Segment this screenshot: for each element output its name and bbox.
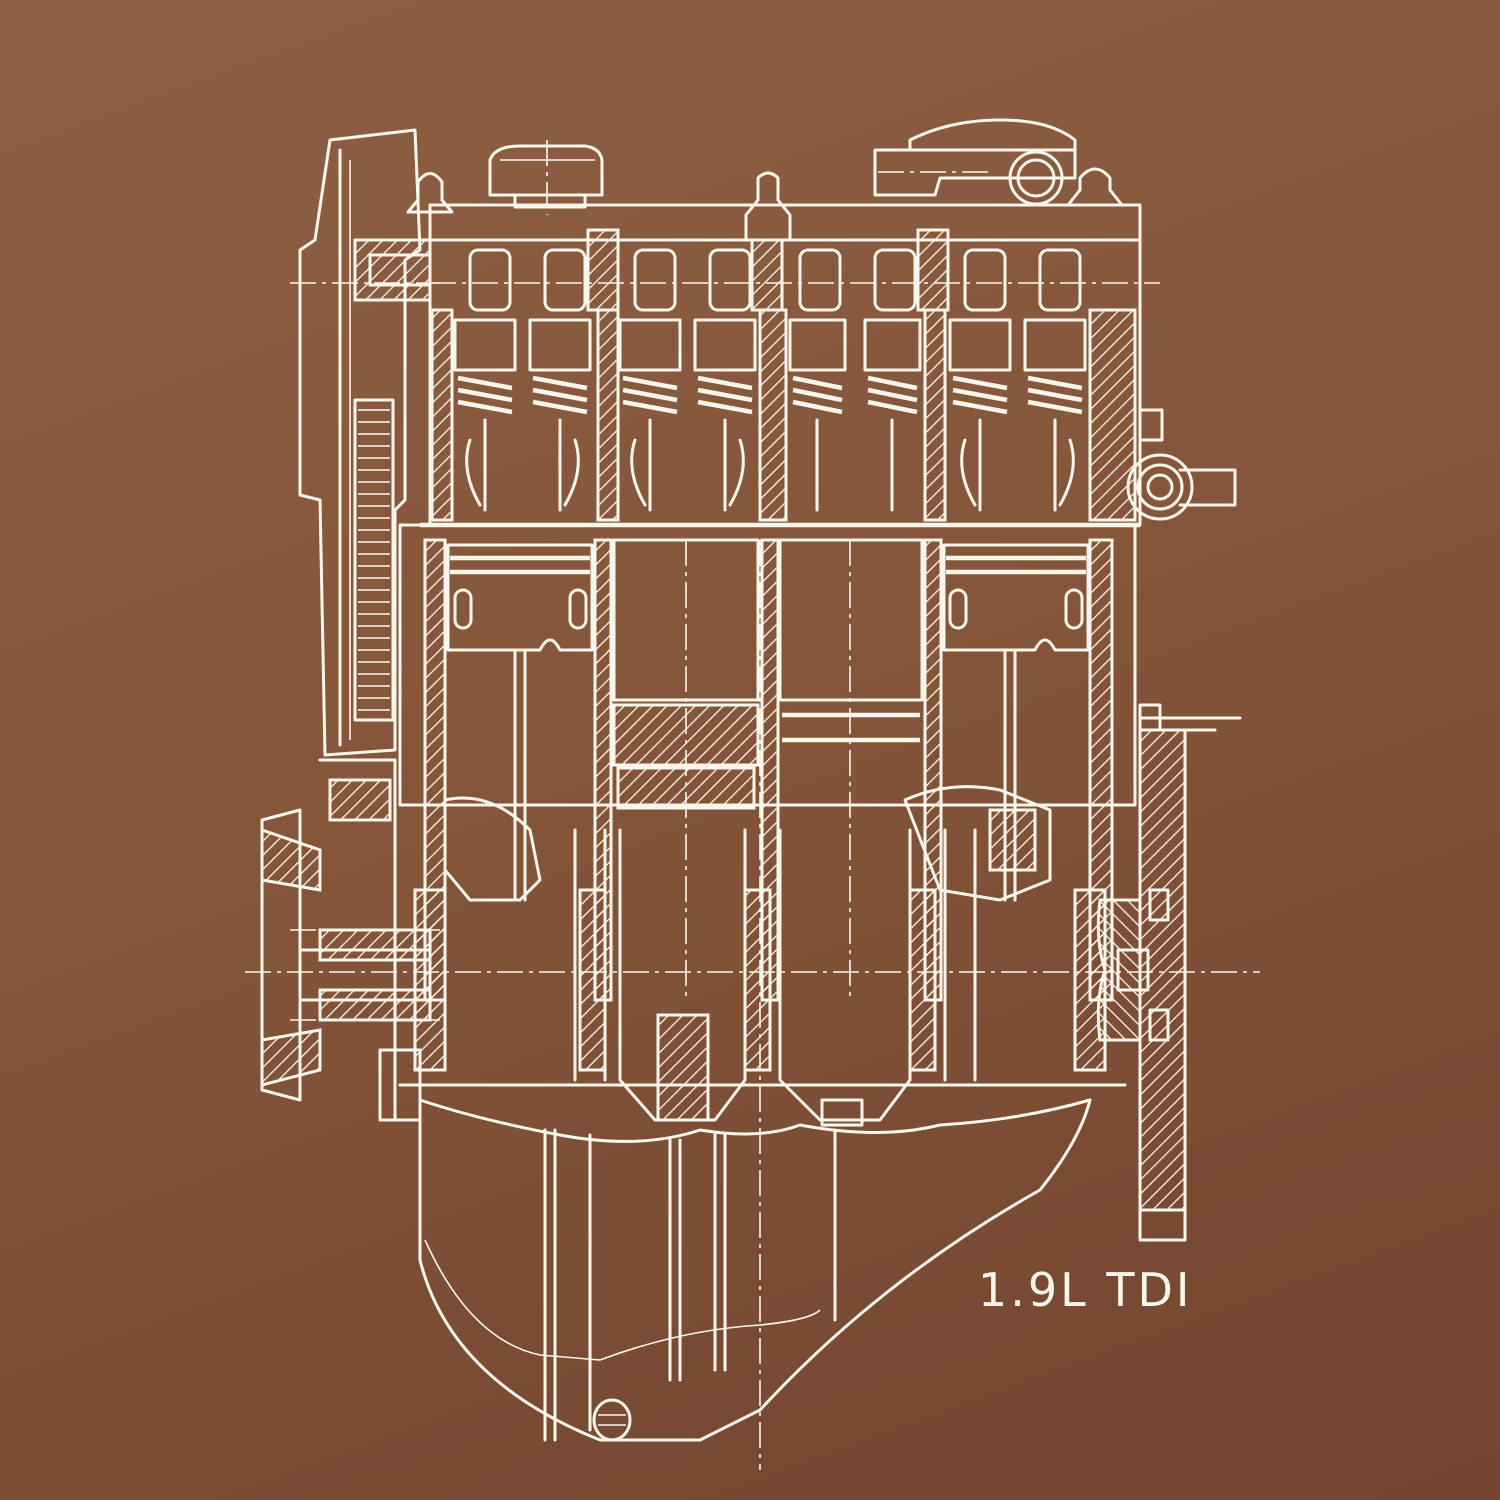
cylinder-head xyxy=(420,228,1160,528)
oil-filler-cap-icon xyxy=(488,140,604,215)
timing-belt-cover xyxy=(290,128,440,757)
flywheel-icon xyxy=(1096,703,1242,1242)
valve-cover xyxy=(406,118,1142,312)
camshaft-icon xyxy=(430,228,1160,312)
drain-plug-icon xyxy=(592,1398,632,1442)
oil-pan xyxy=(418,540,1092,1470)
tappets xyxy=(453,318,1087,372)
breather-housing-icon xyxy=(873,118,1124,207)
valve-stems xyxy=(465,418,1075,512)
valve-springs-icon xyxy=(457,375,1083,415)
pistons xyxy=(446,538,1090,1000)
engine-label: 1.9L TDI xyxy=(978,1263,1193,1317)
piston-3-icon xyxy=(778,538,924,1000)
crank-pulley-icon xyxy=(260,758,440,1122)
piston-1-icon xyxy=(446,543,594,902)
coolant-outlet-icon xyxy=(1126,408,1237,521)
timing-gear-icon xyxy=(353,398,395,722)
piston-2-icon xyxy=(612,538,760,1000)
